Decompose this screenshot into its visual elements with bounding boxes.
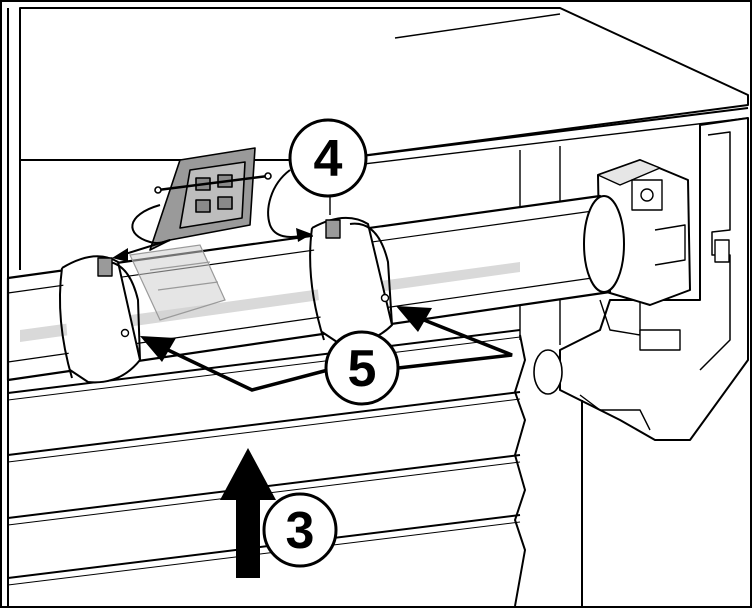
end-bracket bbox=[559, 117, 749, 441]
tube-clip bbox=[149, 147, 272, 251]
callout-5-leader-left bbox=[167, 348, 329, 392]
callout-5: 5 bbox=[140, 306, 513, 406]
callout-4-leader-right bbox=[267, 169, 301, 238]
right-ring-clamp bbox=[309, 217, 393, 346]
arrowhead-icon bbox=[296, 228, 312, 242]
callout-3-label: 3 bbox=[286, 502, 315, 560]
callout-3: 3 bbox=[220, 448, 338, 578]
callout-4: 4 bbox=[112, 118, 368, 262]
up-arrow-icon bbox=[220, 448, 276, 500]
callout-4-label: 4 bbox=[314, 130, 343, 188]
callout-4-circle bbox=[288, 118, 368, 198]
callout-5-leader-right bbox=[397, 318, 513, 370]
arrowhead-icon bbox=[396, 306, 432, 332]
callout-3-circle bbox=[262, 492, 338, 568]
arrowhead-icon bbox=[140, 336, 176, 362]
ghost-clip-insertion bbox=[129, 244, 226, 321]
callout-5-circle bbox=[324, 330, 400, 406]
up-arrow-shaft bbox=[236, 496, 260, 578]
winding-tube bbox=[6, 194, 625, 395]
arrowhead-icon bbox=[112, 248, 128, 262]
callout-5-label: 5 bbox=[348, 340, 377, 398]
left-ring-clamp bbox=[58, 255, 141, 384]
